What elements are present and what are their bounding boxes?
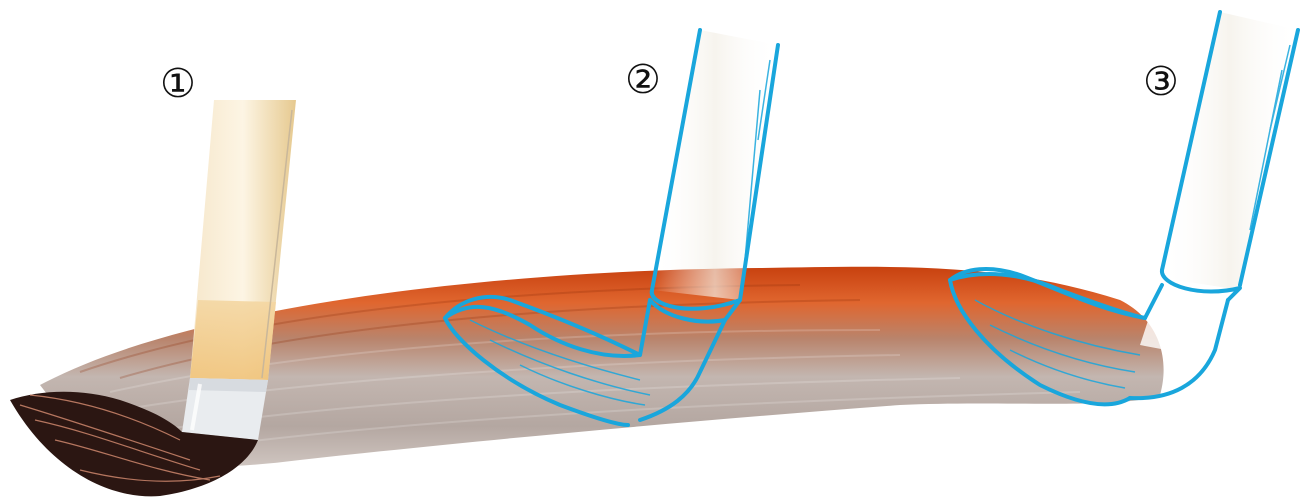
step-label-3: ③	[1143, 62, 1179, 102]
brush-1	[10, 100, 296, 496]
step-label-2: ②	[625, 60, 661, 100]
step-label-1: ①	[160, 64, 196, 104]
paintbrush-icon	[10, 100, 296, 496]
